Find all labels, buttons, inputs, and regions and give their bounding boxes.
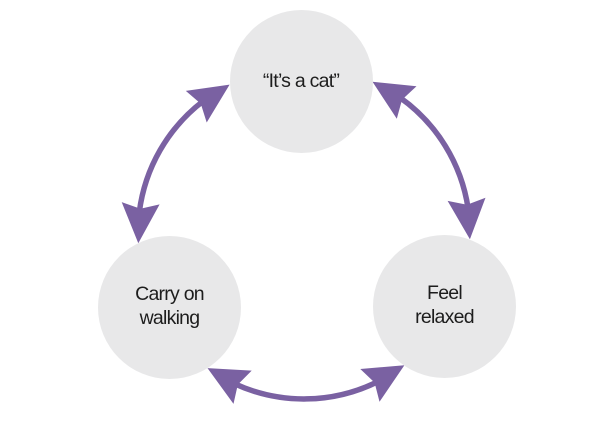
node-bottom-right: Feel relaxed [373,234,516,378]
arrow-bottom-shaft [233,379,380,402]
arrowhead-top-left-to-top [185,84,230,123]
arrow-top-right-shaft [397,94,471,209]
arrowhead-top-right-to-top [372,81,417,119]
arrowhead-bottom-to-bottom-right [360,365,405,402]
node-bottom-left-label: Carry on walking [135,283,205,329]
arrowhead-top-left-to-bottom-left [121,202,160,244]
node-top-label: “It’s a cat” [262,70,340,92]
arrowhead-top-right-to-bottom-right [447,197,486,240]
node-bottom-right-label: Feel relaxed [415,281,474,328]
node-top: “It’s a cat” [229,9,373,153]
node-bottom-left: Carry on walking [98,236,241,379]
arrowhead-bottom-to-bottom-left [207,368,252,404]
arrow-top-left-shaft [136,98,205,213]
